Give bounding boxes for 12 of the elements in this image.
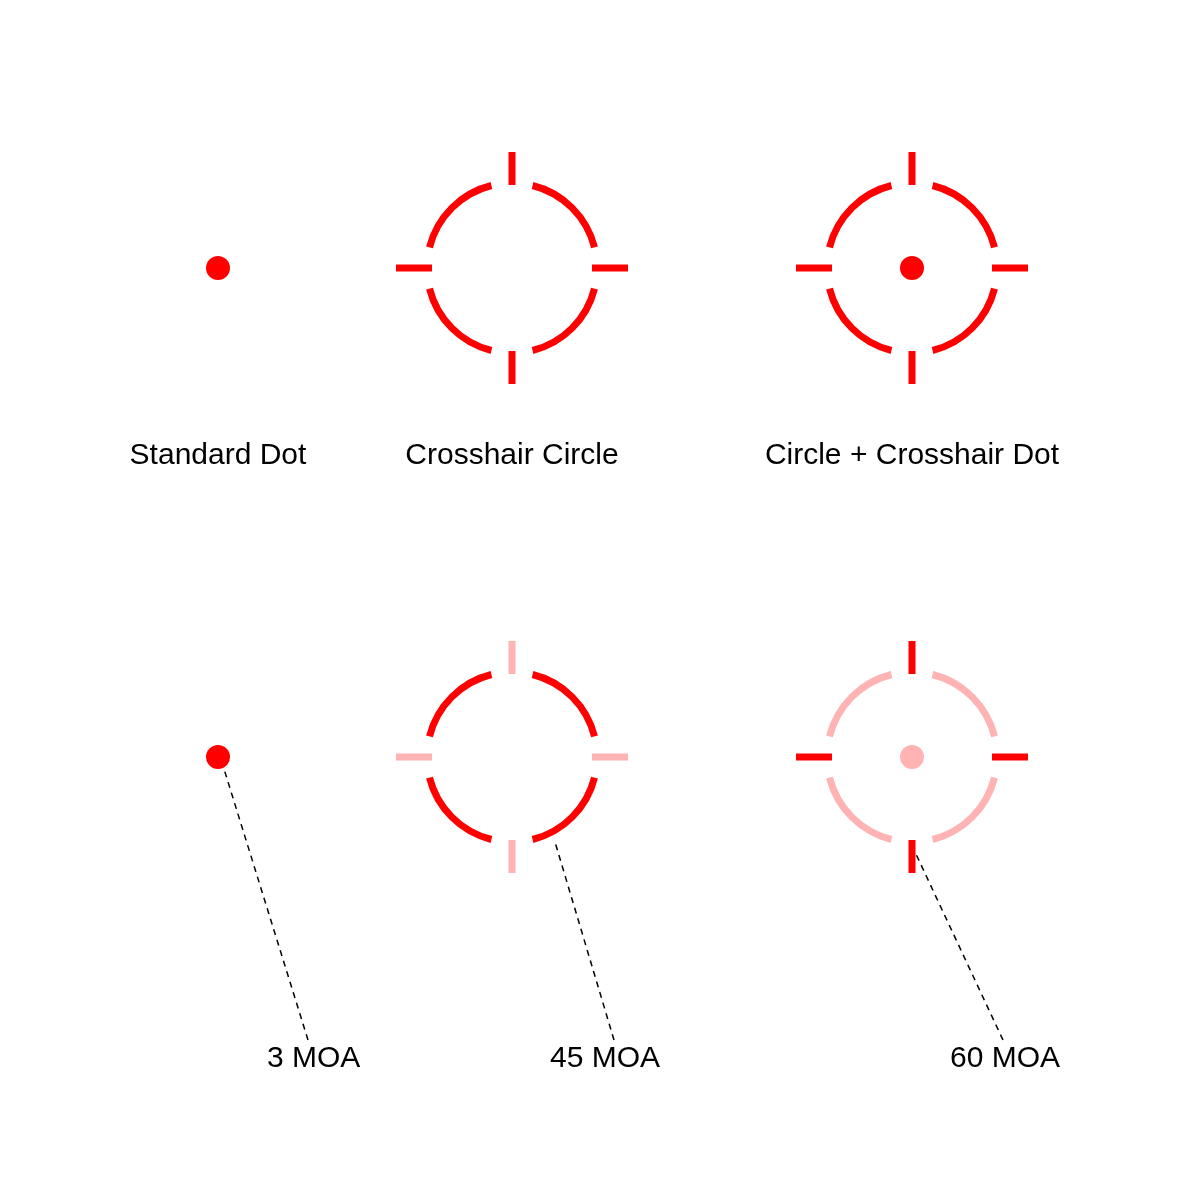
leader-line: [914, 852, 1004, 1041]
reticle-caption: Crosshair Circle: [405, 437, 619, 471]
crosshair-tick: [908, 840, 916, 873]
size-label: 45 MOA: [550, 1040, 661, 1074]
leader-line: [223, 768, 309, 1041]
reticle-dot: [206, 745, 230, 769]
reticle-ring: [426, 671, 598, 843]
reticle-caption: Standard Dot: [129, 437, 307, 471]
size-label: 60 MOA: [950, 1040, 1061, 1074]
size-label: 3 MOA: [267, 1040, 361, 1074]
reticle-caption: Circle + Crosshair Dot: [764, 437, 1060, 471]
leader-line: [554, 841, 615, 1041]
